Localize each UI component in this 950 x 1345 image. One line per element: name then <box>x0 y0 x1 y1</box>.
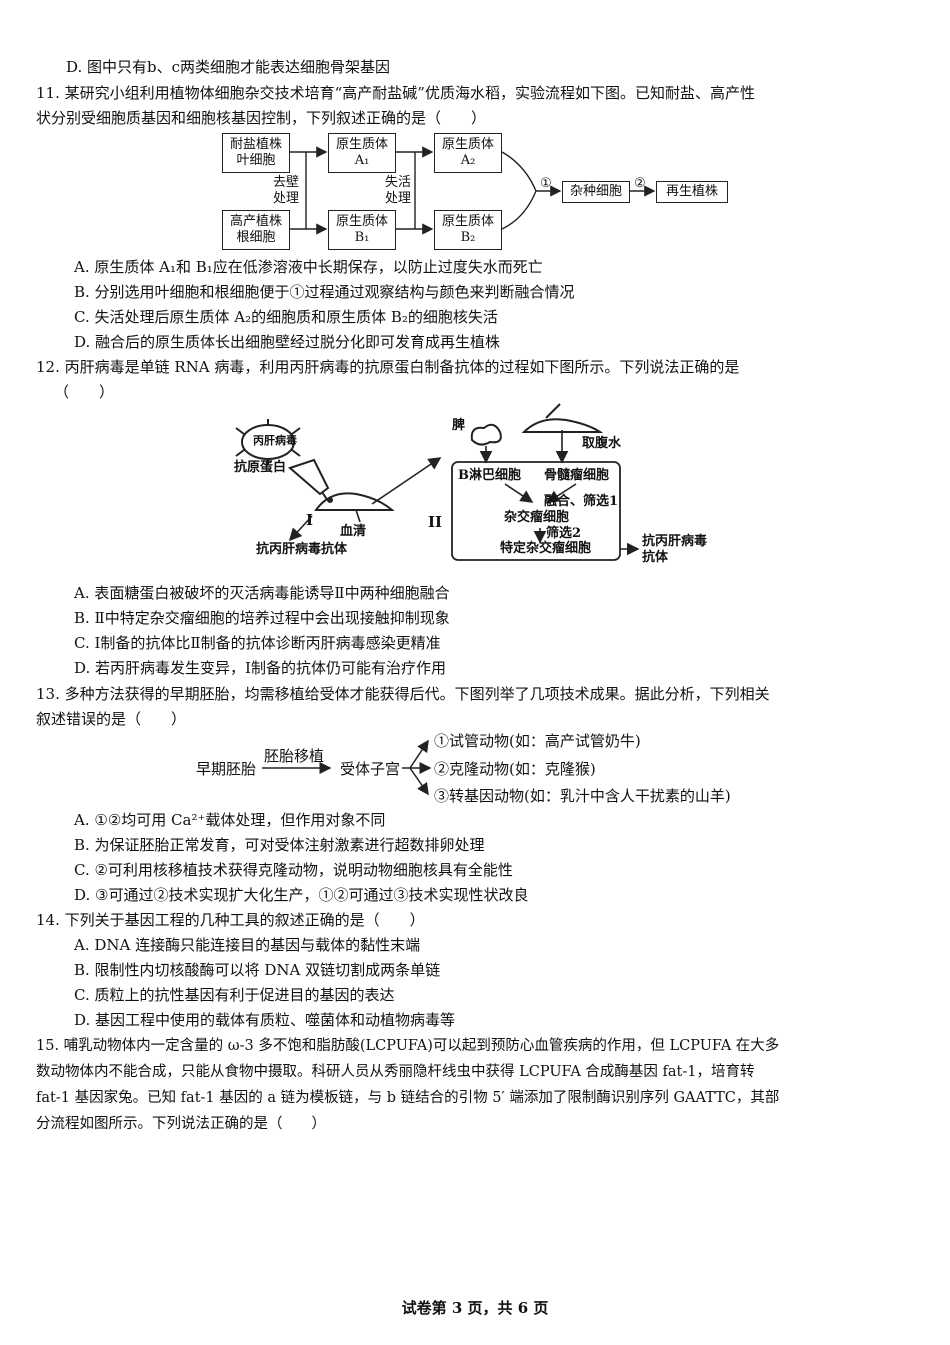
ascites-label: 取腹水 <box>582 436 622 451</box>
q10-option-d: D. 图中只有b、c两类细胞才能表达细胞骨架基因 <box>66 58 391 76</box>
q13-option-d: D. ③可通过②技术实现扩大化生产，①②可通过③技术实现性状改良 <box>74 886 529 904</box>
virus-icon <box>235 419 301 465</box>
roman-one-label: I <box>306 511 314 529</box>
q11-option-b: B. 分别选用叶细胞和根细胞便于①过程通过观察结构与颜色来判断融合情况 <box>74 283 575 301</box>
antigen-label: 抗原蛋白 <box>234 460 287 475</box>
q12-stem-line2: （ ） <box>54 383 115 401</box>
q15-stem-line3: fat-1 基因家兔。已知 fat-1 基因的 a 链为模板链，与 b 链结合的… <box>36 1090 780 1106</box>
wall-removal-label-1: 去壁 <box>273 175 300 190</box>
b-cell-label: B淋巴细胞 <box>458 468 521 483</box>
q14-option-b: B. 限制性内切核酸酶可以将 DNA 双链切割成两条单链 <box>74 961 441 979</box>
q15-stem-line4: 分流程如图所示。下列说法正确的是（ ） <box>36 1116 326 1132</box>
early-embryo-label: 早期胚胎 <box>196 760 257 778</box>
spleen-icon <box>470 423 502 446</box>
regenerated-plant-box: 再生植株 <box>656 181 728 203</box>
q12-option-a: A. 表面糖蛋白被破坏的灭活病毒能诱导Ⅱ中两种细胞融合 <box>74 584 450 602</box>
antibody-ii-label-1: 抗丙肝病毒 <box>642 534 708 549</box>
recipient-uterus-label: 受体子宫 <box>340 760 401 778</box>
q13-stem-line1: 13. 多种方法获得的早期胚胎，均需移植给受体才能获得后代。下图列举了几项技术成… <box>36 685 770 703</box>
myeloma-label: 骨髓瘤细胞 <box>544 468 610 483</box>
mouse-icon-1 <box>314 492 395 511</box>
step-1-marker: ① <box>540 176 552 191</box>
q11-option-d: D. 融合后的原生质体长出细胞壁经过脱分化即可发育成再生植株 <box>74 333 501 351</box>
mouse-icon-2 <box>521 403 604 433</box>
q11-option-c: C. 失活处理后原生质体 A₂的细胞质和原生质体 B₂的细胞核失活 <box>74 308 498 326</box>
specific-hybridoma-label: 特定杂交瘤细胞 <box>500 541 592 556</box>
hybridoma-label: 杂交瘤细胞 <box>504 510 570 525</box>
transgenic-animal-label: ③转基因动物(如：乳汁中含人干扰素的山羊) <box>434 787 731 805</box>
q14-option-a: A. DNA 连接酶只能连接目的基因与载体的黏性末端 <box>74 936 421 954</box>
antibody-ii-label-2: 抗体 <box>642 550 669 565</box>
q15-stem-line2: 数动物体内不能合成，只能从食物中摄取。科研人员从秀丽隐杆线虫中获得 LCPUFA… <box>36 1064 755 1080</box>
test-tube-animal-label: ①试管动物(如：高产试管奶牛) <box>434 732 641 750</box>
q11-stem-line2: 状分别受细胞质基因和细胞核基因控制，下列叙述正确的是（ ） <box>36 109 487 127</box>
virus-label: 丙肝病毒 <box>253 434 297 447</box>
q13-option-b: B. 为保证胚胎正常发育，可对受体注射激素进行超数排卵处理 <box>74 836 485 854</box>
wall-removal-label-2: 处理 <box>273 191 300 206</box>
q14-option-c: C. 质粒上的抗性基因有利于促进目的基因的表达 <box>74 986 395 1004</box>
q14-option-d: D. 基因工程中使用的载体有质粒、噬菌体和动植物病毒等 <box>74 1011 456 1029</box>
q12-option-c: C. Ⅰ制备的抗体比Ⅱ制备的抗体诊断丙肝病毒感染更精准 <box>74 634 441 652</box>
inactivation-label-2: 处理 <box>385 191 412 206</box>
q15-stem-line1: 15. 哺乳动物体内一定含量的 ω-3 多不饱和脂肪酸(LCPUFA)可以起到预… <box>36 1038 780 1054</box>
q11-option-a: A. 原生质体 A₁和 B₁应在低渗溶液中长期保存，以防止过度失水而死亡 <box>74 258 543 276</box>
serum-label: 血清 <box>340 524 367 539</box>
salt-tolerant-leaf-cell-box: 耐盐植株叶细胞 <box>222 133 290 173</box>
inactivation-label-1: 失活 <box>385 175 412 190</box>
q12-option-b: B. Ⅱ中特定杂交瘤细胞的培养过程中会出现接触抑制现象 <box>74 609 450 627</box>
hybridoma-process-box <box>451 461 621 561</box>
roman-two-label: II <box>428 513 443 531</box>
q13-option-c: C. ②可利用核移植技术获得克隆动物，说明动物细胞核具有全能性 <box>74 861 513 879</box>
embryo-transfer-label: 胚胎移植 <box>264 747 325 765</box>
q13-stem-line2: 叙述错误的是（ ） <box>36 710 187 728</box>
antibody-i-label: 抗丙肝病毒抗体 <box>256 542 348 557</box>
fusion-screen-label: 融合、筛选1 <box>544 494 619 509</box>
high-yield-root-cell-box: 高产植株根细胞 <box>222 210 290 250</box>
page-footer: 试卷第 3 页，共 6 页 <box>401 1299 549 1317</box>
q14-stem: 14. 下列关于基因工程的几种工具的叙述正确的是（ ） <box>36 911 425 929</box>
hybrid-cell-box: 杂种细胞 <box>562 181 630 203</box>
q12-option-d: D. 若丙肝病毒发生变异，Ⅰ制备的抗体仍可能有治疗作用 <box>74 659 446 677</box>
q12-stem-line1: 12. 丙肝病毒是单链 RNA 病毒，利用丙肝病毒的抗原蛋白制备抗体的过程如下图… <box>36 358 740 376</box>
cloned-animal-label: ②克隆动物(如：克隆猴) <box>434 760 596 778</box>
q11-stem-line1: 11. 某研究小组利用植物体细胞杂交技术培育“高产耐盐碱”优质海水稻，实验流程如… <box>36 84 755 102</box>
spleen-label: 脾 <box>452 418 466 433</box>
screen-2-label: 筛选2 <box>546 526 582 541</box>
q13-option-a: A. ①②均可用 Ca²⁺载体处理，但作用对象不同 <box>74 811 386 829</box>
step-2-marker: ② <box>634 176 646 191</box>
